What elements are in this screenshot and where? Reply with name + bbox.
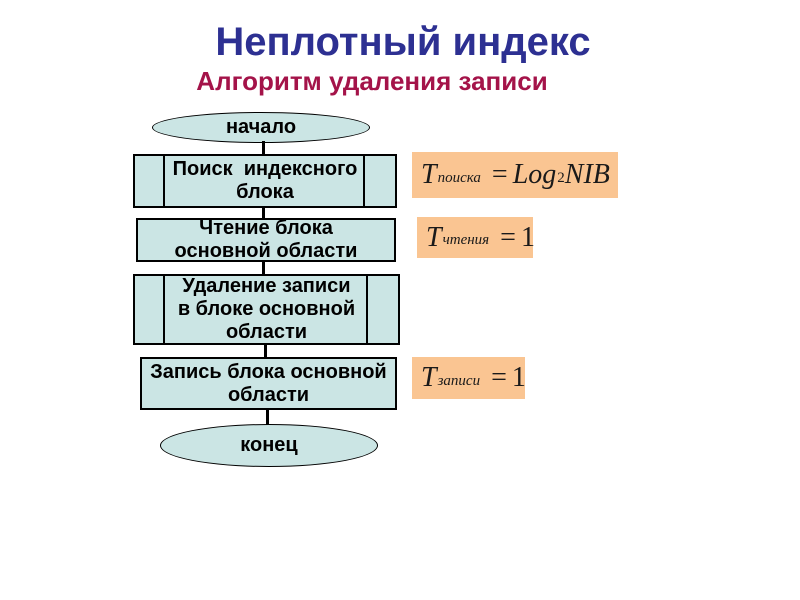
flowchart-node-delete-record: Удаление записи в блоке основной области [133, 274, 400, 345]
formula-equals-sign: = [491, 362, 507, 393]
predefined-process-bar-left [163, 156, 165, 206]
formula-rhs: 1 [511, 362, 526, 393]
formula-lhs-symbol: T [421, 159, 437, 190]
formula-rhs: Log [512, 159, 557, 190]
node-write-label: Запись блока основной области [150, 360, 387, 406]
formula-lhs-subscript: поиска [437, 169, 481, 186]
node-search-label: Поиск индексного блока [172, 158, 358, 203]
flowchart-connector-4 [264, 343, 267, 359]
formula-lhs-symbol: T [426, 221, 442, 253]
formula-equals-sign: = [491, 159, 508, 190]
flowchart-node-end: конец [160, 424, 378, 467]
slide-title: Неплотный индекс [215, 20, 591, 64]
flowchart-connector-3 [262, 260, 265, 276]
flowchart-node-start: начало [152, 112, 370, 143]
flowchart-node-read-block: Чтение блока основной области [136, 217, 396, 262]
formula-rhs-subscript: 2 [557, 169, 565, 186]
flowchart-node-search-index-block: Поиск индексного блока [133, 154, 397, 208]
flowchart-connector-1 [262, 141, 265, 156]
formula-lhs-subscript: записи [437, 372, 481, 389]
node-end-label: конец [240, 434, 298, 457]
node-start-label: начало [225, 116, 297, 139]
node-delete-label: Удаление записи в блоке основной области [177, 275, 356, 343]
predefined-process-bar-left [163, 276, 165, 343]
formula-rhs: 1 [520, 221, 535, 253]
flowchart-connector-2 [262, 206, 265, 220]
flowchart-connector-5 [266, 408, 269, 426]
formula-lhs-symbol: T [421, 362, 437, 393]
predefined-process-bar-right [363, 156, 365, 206]
flowchart-node-write-block: Запись блока основной области [140, 357, 397, 410]
formula-lhs-subscript: чтения [442, 232, 490, 248]
formula-equals-sign: = [500, 221, 516, 253]
formula-rhs-tail: NIB [564, 159, 610, 190]
node-read-label: Чтение блока основной области [174, 217, 358, 262]
slide-subtitle: Алгоритм удаления записи [196, 66, 548, 96]
predefined-process-bar-right [366, 276, 368, 343]
